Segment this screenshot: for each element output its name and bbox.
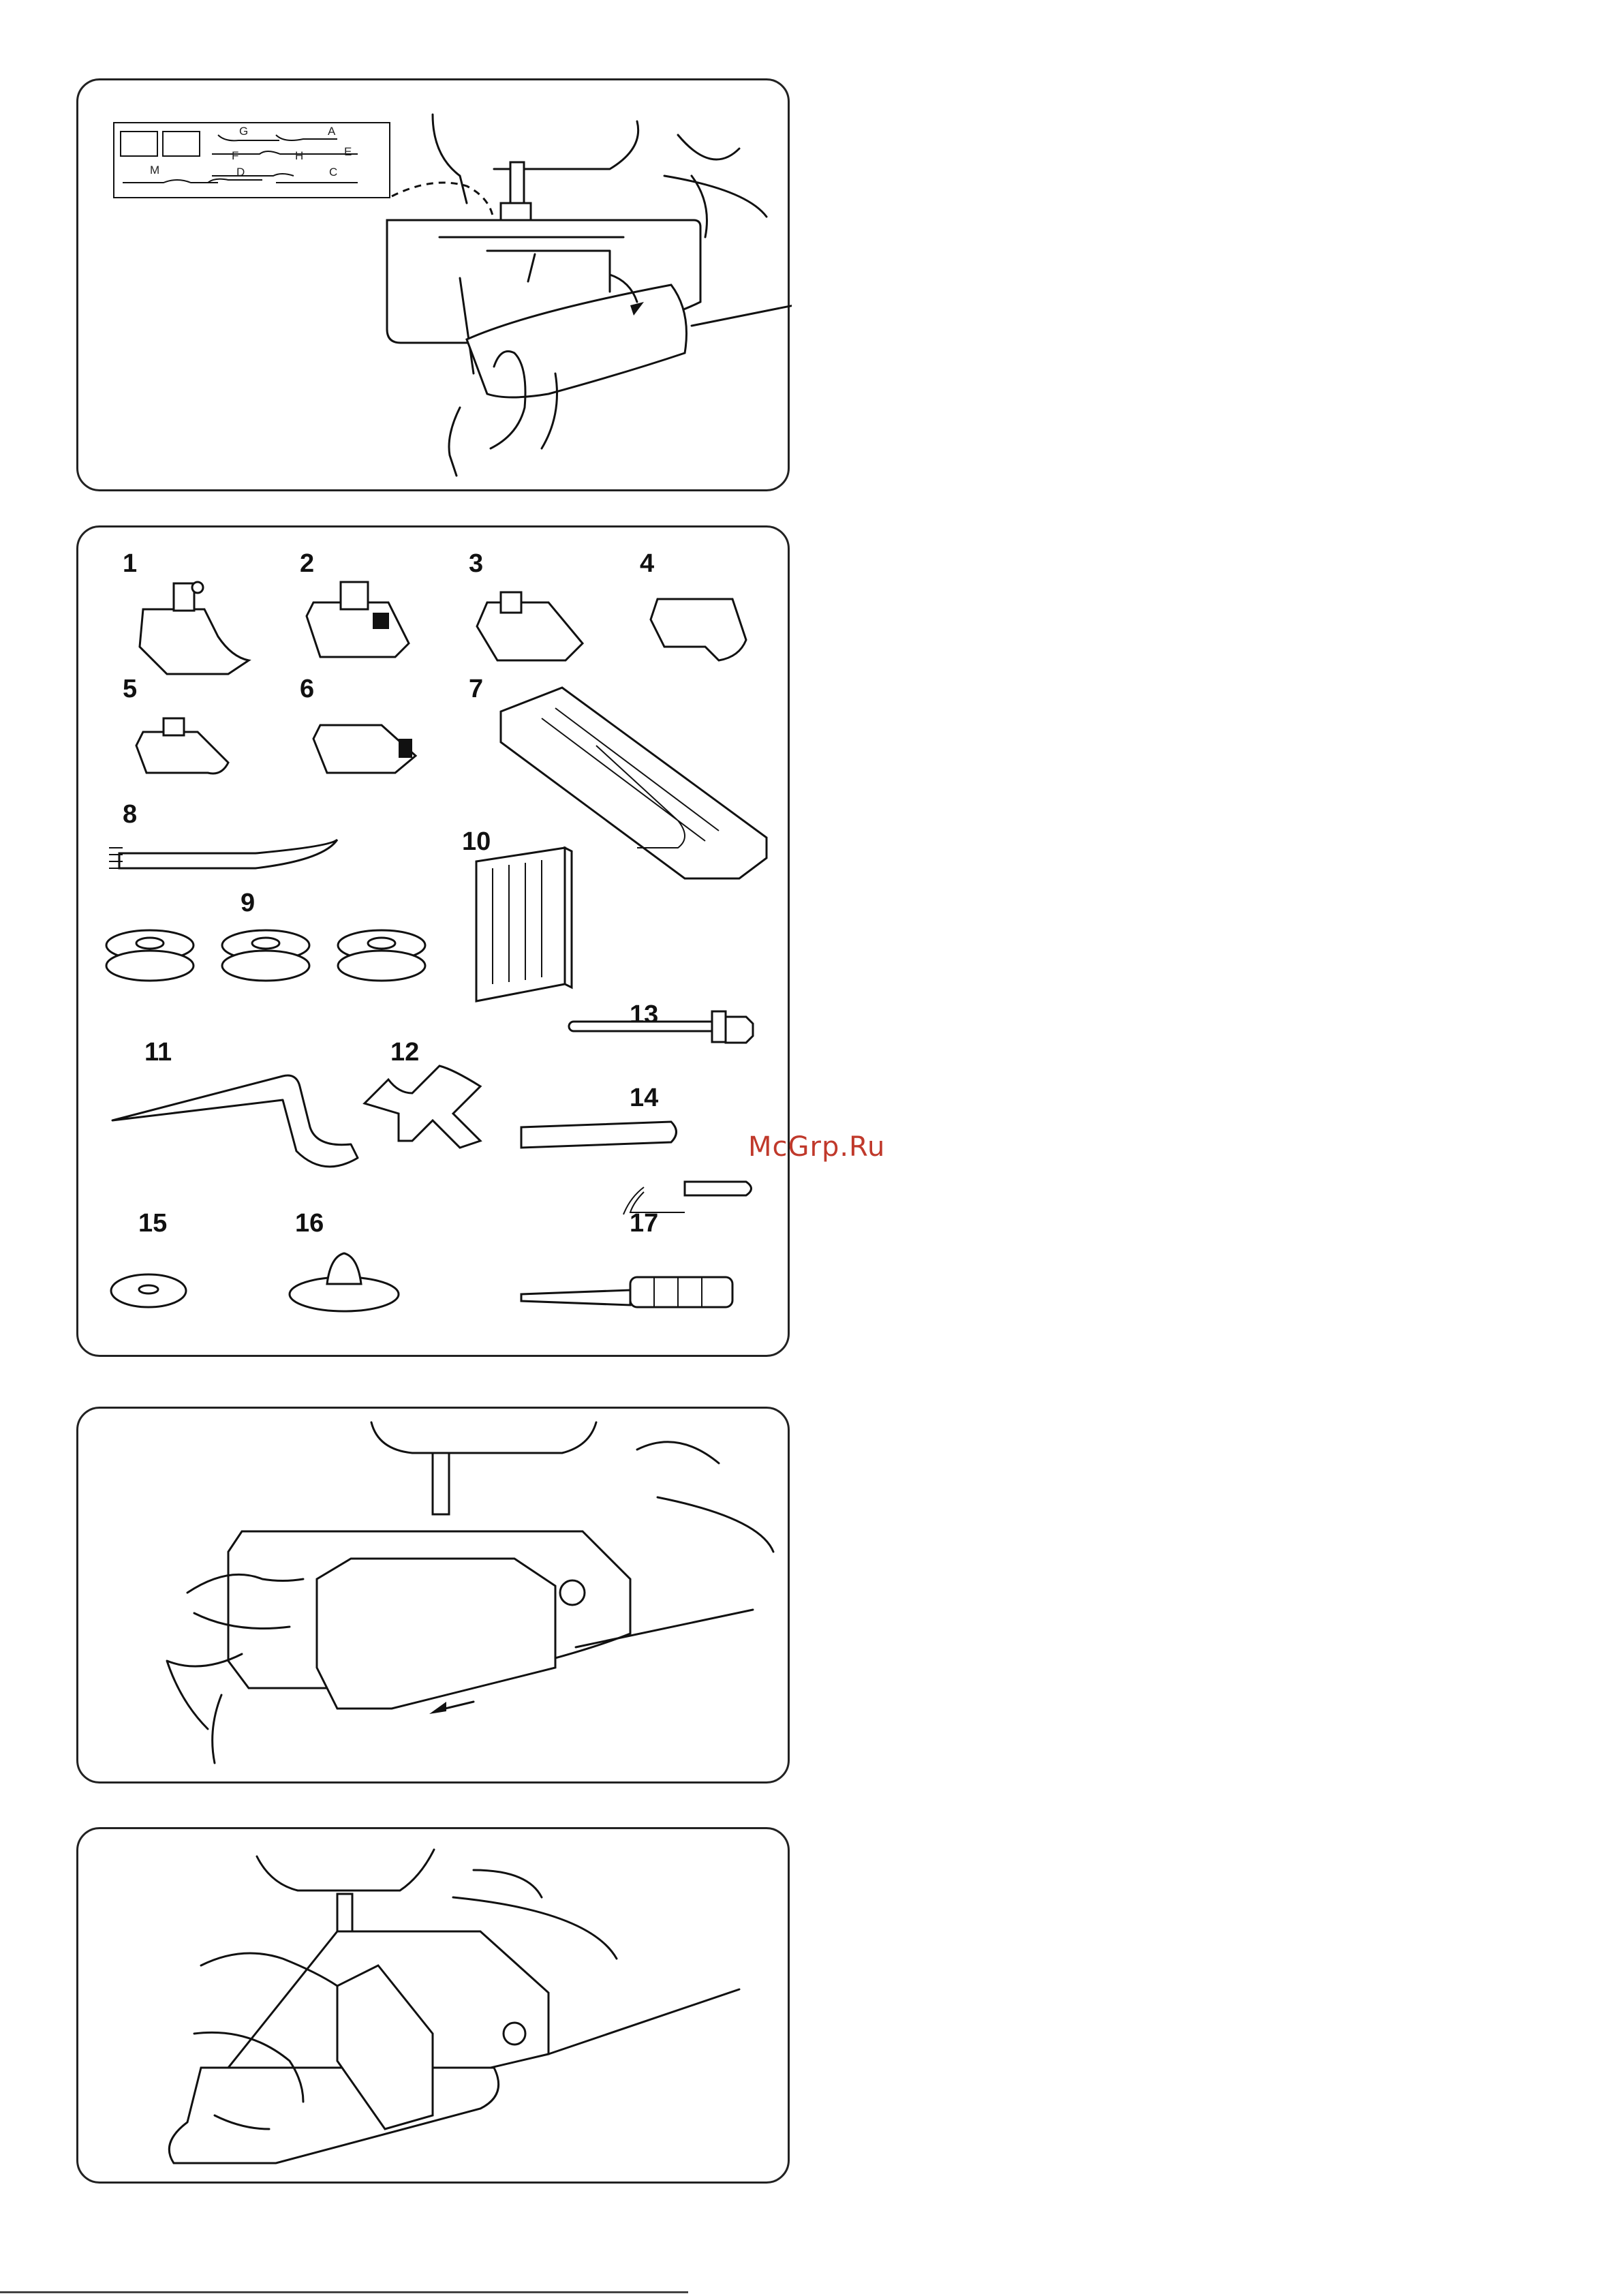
sewing-machine-lid-drawing: G A F H E M D C xyxy=(78,80,792,493)
spool-cap-icon xyxy=(290,1253,399,1311)
bobbin-icon xyxy=(106,930,194,981)
accessories-panel: 1 2 3 4 5 6 7 8 9 10 11 12 13 14 15 16 1… xyxy=(76,525,790,1357)
buttonhole-foot-icon xyxy=(307,582,409,657)
zipper-foot-icon xyxy=(477,592,583,660)
automatic-buttonhole-foot-icon xyxy=(501,688,767,878)
foot-label: G xyxy=(239,125,248,138)
seam-ripper-icon xyxy=(521,1122,752,1214)
needle-pack-icon xyxy=(476,848,572,1001)
bobbin-icon xyxy=(338,930,425,981)
illustration-remove-extension-table xyxy=(76,1407,790,1784)
page-bottom-rule xyxy=(0,2291,688,2293)
zigzag-foot-icon xyxy=(140,582,249,674)
extension-table-removal-drawing xyxy=(78,1409,792,1786)
spool-pin-icon xyxy=(569,1011,753,1043)
bobbin-icon xyxy=(222,930,309,981)
edge-guide-icon xyxy=(112,1075,358,1167)
satin-foot-icon xyxy=(651,599,746,660)
screwdriver-icon xyxy=(521,1277,732,1307)
straight-foot-icon xyxy=(136,718,228,774)
foot-label: F xyxy=(232,149,238,162)
watermark-text: McGrp.Ru xyxy=(748,1131,885,1163)
accessories-drawing xyxy=(78,527,792,1359)
illustration-free-arm-sewing xyxy=(76,1827,790,2184)
lint-brush-icon xyxy=(109,840,337,868)
foot-label: H xyxy=(295,149,303,162)
foot-label: M xyxy=(150,164,159,177)
free-arm-drawing xyxy=(78,1829,792,2186)
foot-label: C xyxy=(329,166,337,179)
foot-label: A xyxy=(328,125,336,138)
overcast-foot-icon xyxy=(313,725,416,773)
button-shank-plate-icon xyxy=(365,1066,480,1148)
illustration-open-accessory-storage: G A F H E M D C xyxy=(76,78,790,491)
foot-label: D xyxy=(236,166,245,179)
foot-label: E xyxy=(344,145,352,158)
